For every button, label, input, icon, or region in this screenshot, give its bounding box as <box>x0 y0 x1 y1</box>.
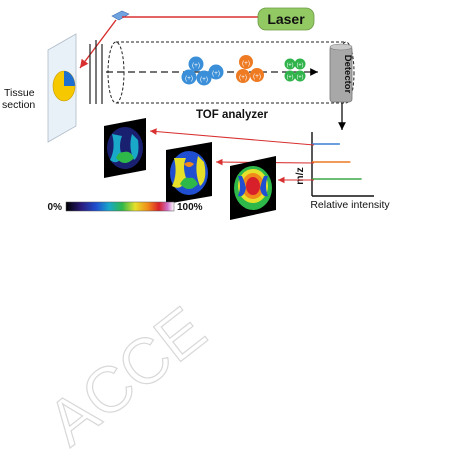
laser-mirror <box>111 10 130 21</box>
watermark-text: ACCE <box>34 293 218 459</box>
ion-charge-label: (+) <box>200 76 208 83</box>
ion-charge-label: (+) <box>212 70 220 77</box>
ion <box>294 70 306 82</box>
brain-region <box>260 176 268 197</box>
ion <box>188 56 204 72</box>
ion-charge-label: (+) <box>239 74 247 81</box>
ion-group-1: (+) (+) (+) (+) <box>181 56 224 86</box>
ion-group-2: (+) (+) (+) <box>236 55 264 83</box>
laser-beam-to-sample <box>79 19 117 69</box>
tissue-section: Tissue section <box>2 33 77 143</box>
ion-charge-label: (+) <box>192 62 200 69</box>
laser-source: Laser <box>79 7 315 69</box>
arrow-peak1-to-image1 <box>149 128 315 146</box>
laser-box <box>257 7 315 31</box>
detector-label: Detector <box>342 55 353 94</box>
ion-image-1 <box>104 118 146 178</box>
ion <box>196 70 212 86</box>
tof-analyzer-label: TOF analyzer <box>196 109 269 121</box>
mass-spectrum: m/z Relative intensity <box>294 132 390 211</box>
color-scale-max-label: 100% <box>177 202 203 213</box>
detector-top <box>329 43 353 51</box>
ion-charge-label: (+) <box>287 63 294 69</box>
ion-image-3 <box>230 156 276 220</box>
brain-region <box>180 177 198 189</box>
brain-region <box>238 176 246 197</box>
laser-label: Laser <box>267 11 305 27</box>
color-scale-bar <box>65 201 175 212</box>
tissue-label-line1: Tissue <box>4 87 35 99</box>
ion <box>208 64 224 80</box>
ion-charge-label: (+) <box>297 75 304 81</box>
ion <box>284 58 296 70</box>
tof-tube: TOF analyzer <box>106 41 355 121</box>
brain-region <box>196 156 206 186</box>
ion-charge-label: (+) <box>185 75 193 82</box>
ion-charge-label: (+) <box>287 75 294 81</box>
ion <box>236 69 250 83</box>
brain-region <box>184 162 194 167</box>
color-scale: 0% 100% <box>48 201 203 213</box>
ion-charge-label: (+) <box>242 60 250 67</box>
ion-charge-label: (+) <box>253 73 261 80</box>
ion-charge-label: (+) <box>297 63 304 69</box>
ion <box>250 68 264 82</box>
brain-region <box>116 151 134 163</box>
tissue-label-line2: section <box>2 99 35 111</box>
ion <box>284 70 296 82</box>
spectrum-x-label: Relative intensity <box>310 199 390 211</box>
tof-tube-body <box>116 41 346 104</box>
ion <box>294 58 306 70</box>
brain-region <box>130 134 139 160</box>
color-scale-min-label: 0% <box>48 202 63 213</box>
ion <box>181 69 197 85</box>
ion <box>239 55 253 69</box>
tissue-sample-region <box>64 71 75 86</box>
detector: Detector <box>329 43 353 103</box>
spectrum-y-label: m/z <box>294 167 306 185</box>
ion-image-2 <box>166 142 212 204</box>
brain-region <box>246 177 260 195</box>
ion-group-3: (+) (+) (+) (+) <box>284 58 306 82</box>
